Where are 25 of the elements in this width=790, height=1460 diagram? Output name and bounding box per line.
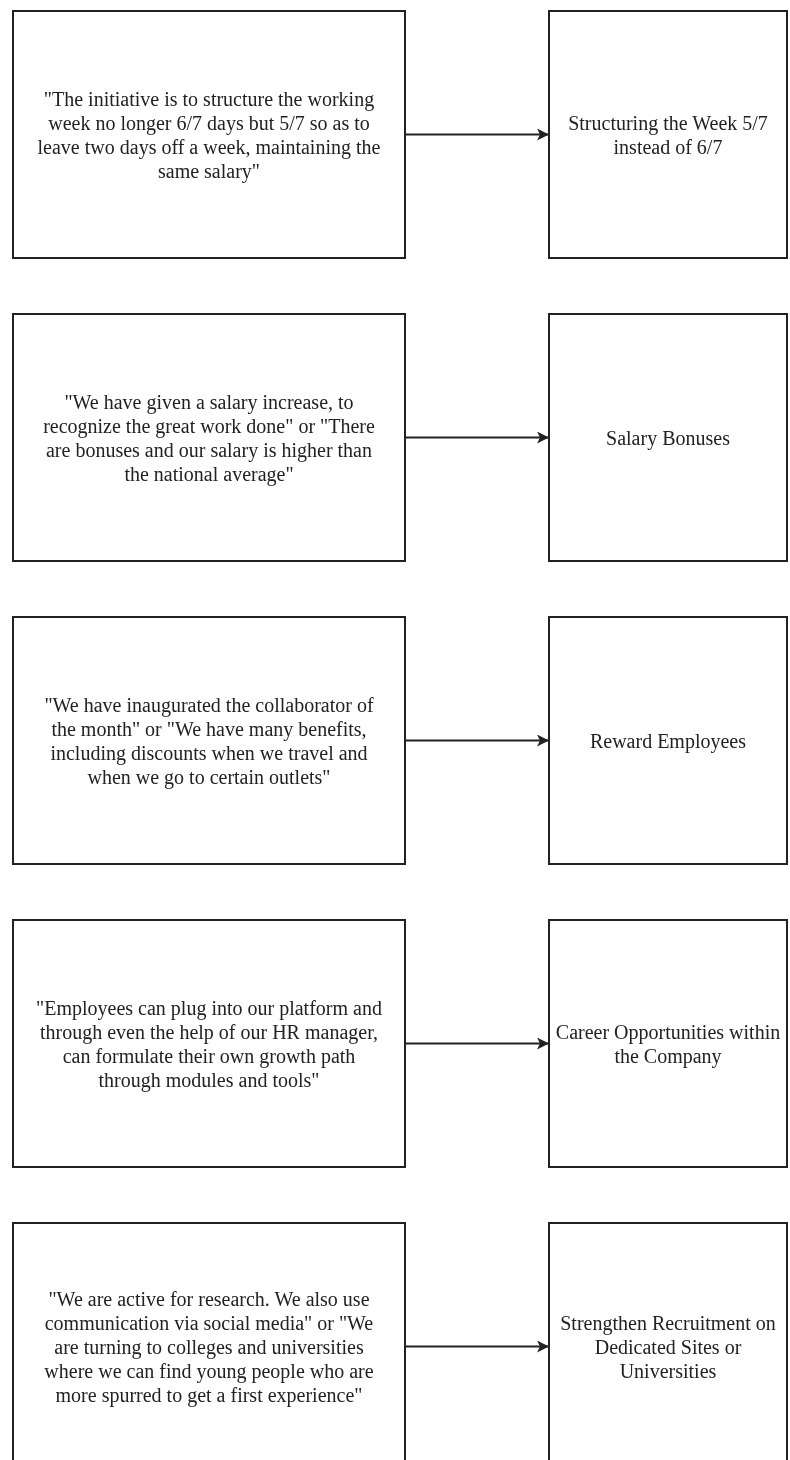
arrow — [405, 431, 549, 444]
category-label: Reward Employees — [589, 728, 747, 753]
quote-text: "We have inaugurated the collaborator of the month" or "We have many benefits, including discounts when we travel and when we go to certain outlets" — [43, 692, 375, 789]
quote-text: "We have given a salary increase, to recognize the great work done" or "There are bonuses and our salary is higher than the national average" — [42, 389, 376, 486]
category-label: Career Opportunities within the Company — [554, 1019, 782, 1068]
quote-box — [12, 1222, 406, 1460]
category-label: Salary Bonuses — [606, 425, 730, 450]
quote-box — [12, 10, 406, 259]
quote-text: "Employees can plug into our platform and through even the help of our HR manager, can formulate their own growth path through modules and tools" — [35, 995, 383, 1092]
quote-text: "The initiative is to structure the working week no longer 6/7 days but 5/7 so as to leave two days off a week, maintaining the same salary" — [36, 86, 382, 183]
quote-text: "We are active for research. We also use communication via social media" or "We are turning to colleges and universities where we can find young people who are more spurred to get a first experience" — [43, 1286, 375, 1407]
quote-box — [12, 313, 406, 562]
arrow — [405, 128, 549, 141]
arrow — [405, 1037, 549, 1050]
category-label: Strengthen Recruitment on Dedicated Sites or Universities — [559, 1310, 777, 1383]
quote-box — [12, 919, 406, 1168]
category-box — [548, 919, 788, 1168]
category-box — [548, 1222, 788, 1460]
category-box — [548, 616, 788, 865]
quote-box — [12, 616, 406, 865]
category-box — [548, 10, 788, 259]
category-label: Structuring the Week 5/7 instead of 6/7 — [567, 110, 769, 159]
arrow — [405, 734, 549, 747]
arrow — [405, 1340, 549, 1353]
category-box — [548, 313, 788, 562]
